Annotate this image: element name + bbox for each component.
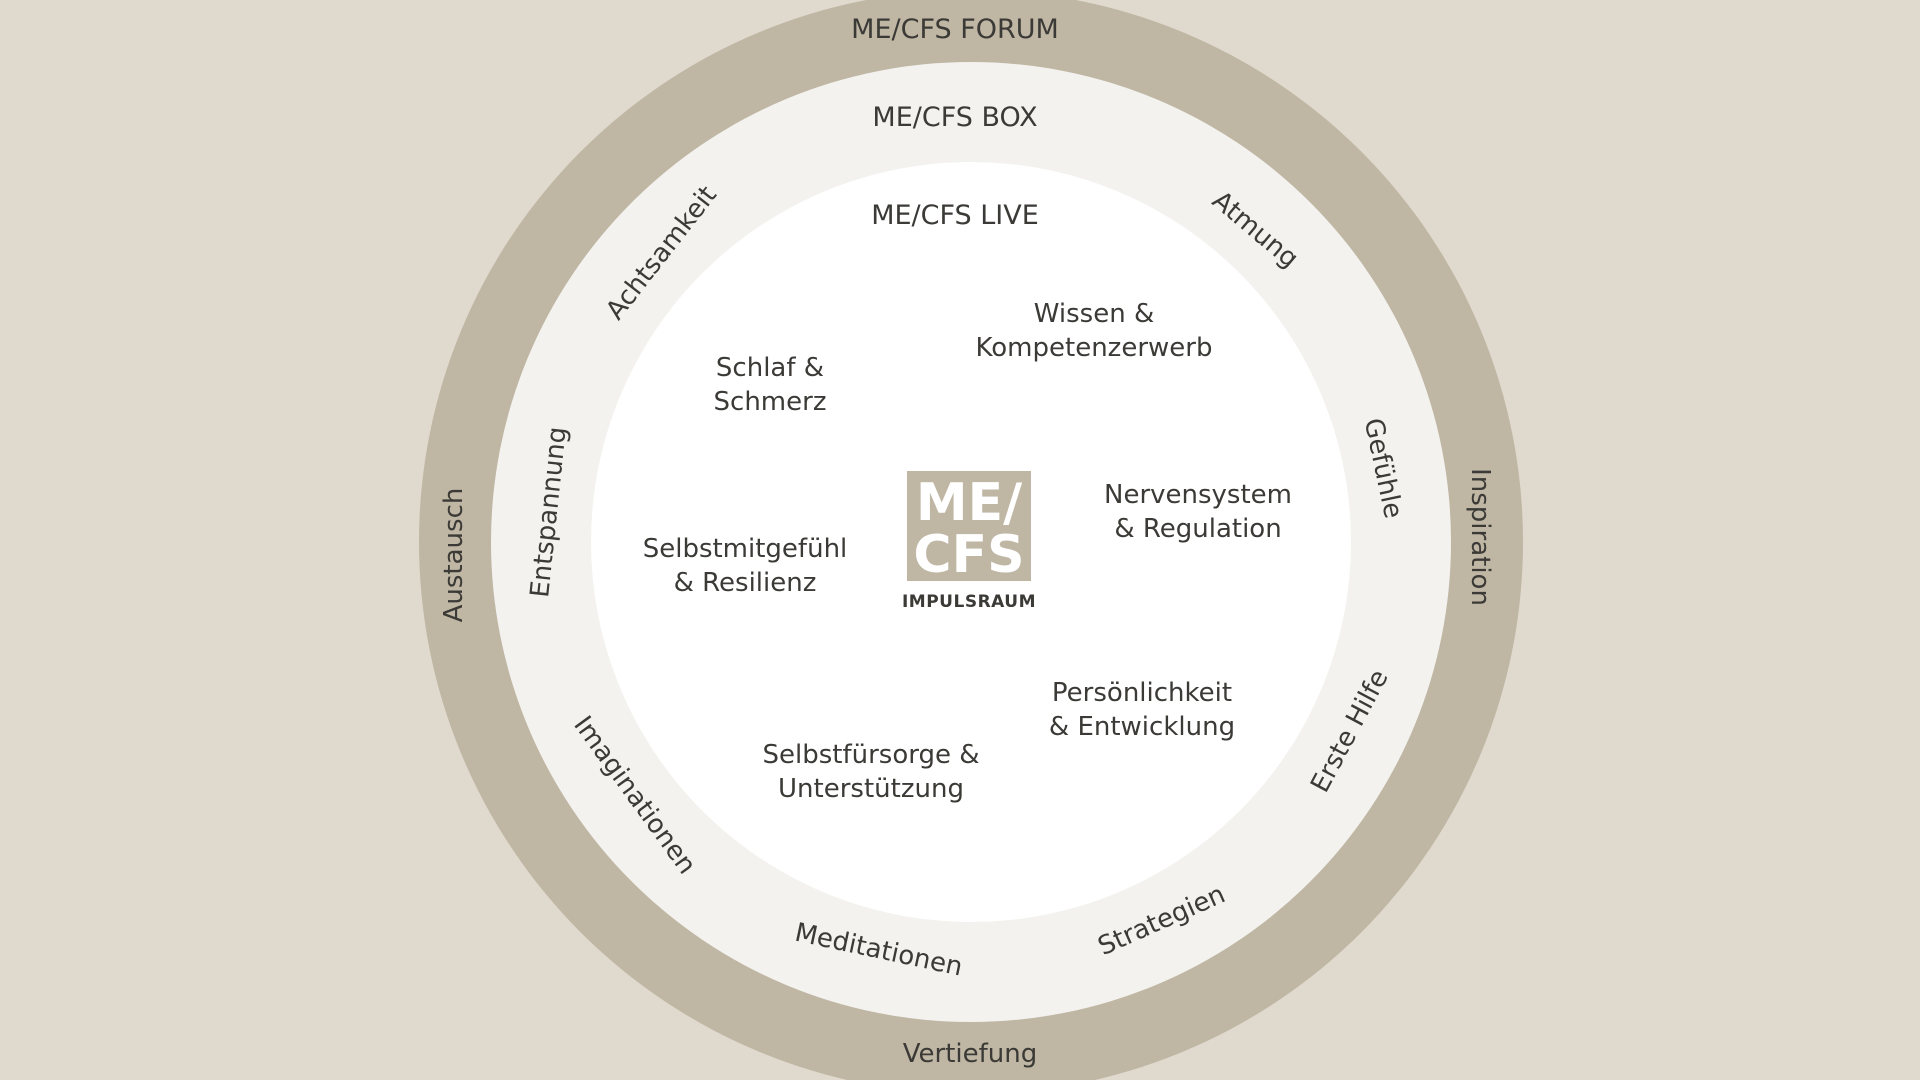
topic-persoenlichkeit-line-1: Persönlichkeit — [1052, 678, 1232, 708]
topic-selbstfuersorge-line-1: Selbstfürsorge & — [762, 740, 979, 770]
topic-nervensystem: Nervensystem & Regulation — [1104, 480, 1292, 544]
topic-selbstmitgefuehl-line-1: Selbstmitgefühl — [643, 534, 848, 564]
middle-ring-title: ME/CFS BOX — [872, 102, 1037, 133]
topic-wissen-line-1: Wissen & — [1034, 299, 1154, 329]
topic-schlaf-line-2: Schmerz — [714, 387, 827, 417]
outer-ring-title: ME/CFS FORUM — [851, 14, 1059, 45]
topic-schlaf-line-1: Schlaf & — [716, 353, 824, 383]
logo-subtitle: IMPULSRAUM — [902, 592, 1036, 612]
topic-selbstfuersorge: Selbstfürsorge & Unterstützung — [762, 740, 979, 804]
topic-wissen-line-2: Kompetenzerwerb — [976, 333, 1213, 363]
topic-selbstmitgefuehl: Selbstmitgefühl & Resilienz — [643, 534, 848, 598]
outer-ring-word-inspiration: Inspiration — [1465, 468, 1495, 606]
topic-nervensystem-line-1: Nervensystem — [1104, 480, 1292, 510]
logo-box — [907, 471, 1031, 581]
mecfs-impulsraum-logo: ME/ CFS IMPULSRAUM — [902, 471, 1036, 612]
topic-wissen: Wissen & Kompetenzerwerb — [976, 299, 1213, 363]
outer-ring-word-vertiefung: Vertiefung — [903, 1039, 1037, 1069]
logo-line-1: ME/ — [916, 473, 1022, 533]
topic-persoenlichkeit: Persönlichkeit & Entwicklung — [1049, 678, 1235, 742]
topic-nervensystem-line-2: & Regulation — [1114, 514, 1281, 544]
topic-selbstfuersorge-line-2: Unterstützung — [778, 774, 964, 804]
topic-persoenlichkeit-line-2: & Entwicklung — [1049, 712, 1235, 742]
logo-line-2: CFS — [913, 525, 1024, 585]
topic-schlaf: Schlaf & Schmerz — [714, 353, 827, 417]
inner-disc-title: ME/CFS LIVE — [871, 200, 1039, 231]
topic-selbstmitgefuehl-line-2: & Resilienz — [674, 568, 817, 598]
outer-ring-word-austausch: Austausch — [439, 488, 469, 623]
